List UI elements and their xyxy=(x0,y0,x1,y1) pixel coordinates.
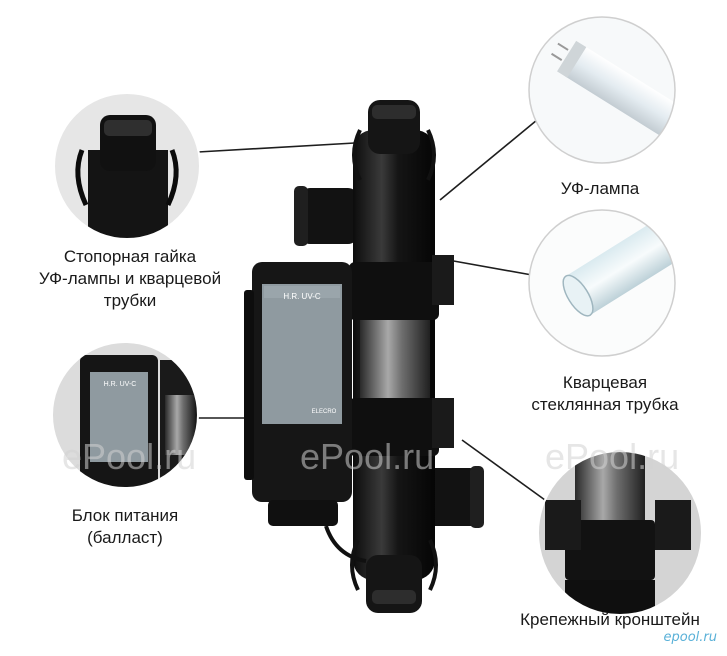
inset-bracket-photo xyxy=(537,450,703,616)
inset-model-text: H.R. UV-C xyxy=(104,381,137,388)
watermark: ePool.ru xyxy=(62,436,197,477)
watermark: ePool.ru xyxy=(300,436,435,477)
uv-sterilizer-device xyxy=(244,100,484,613)
label-bracket: Крепежный кронштейн xyxy=(520,610,700,629)
leader-lines xyxy=(196,119,546,501)
inset-nut-photo xyxy=(53,92,201,240)
watermark: ePool.ru xyxy=(545,436,680,477)
label-uv-lamp: УФ-лампа xyxy=(560,179,640,198)
inset-quartz-sleeve-photo xyxy=(528,209,676,357)
panel-brand-text: ELECRO xyxy=(312,409,337,415)
label-quartz: Кварцевая стеклянная трубка xyxy=(531,373,679,414)
inset-uv-lamp-photo xyxy=(528,16,676,164)
panel-model-text: H.R. UV-C xyxy=(283,292,321,301)
brand-mark: epool.ru xyxy=(663,630,718,645)
label-nut: Стопорная гайка УФ-лампы и кварцевой тру… xyxy=(38,247,222,310)
label-ballast: Блок питания (балласт) xyxy=(71,506,179,547)
